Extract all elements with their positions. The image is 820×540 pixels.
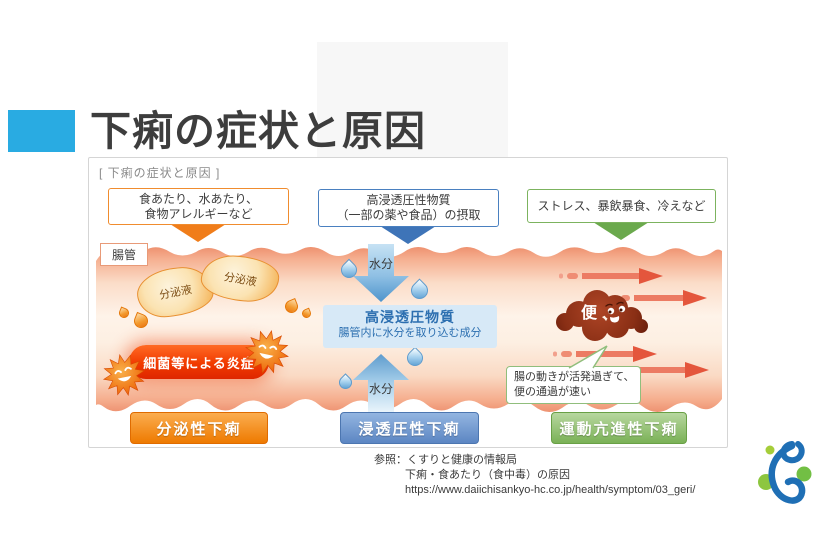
result-box-secretory-diarrhea: 分泌性下痢	[130, 412, 268, 444]
cause-box-food-poisoning: 食あたり、水あたり、 食物アレルギーなど	[108, 188, 289, 225]
hypermotility-callout: 腸の動きが活発過ぎて、 便の通過が速い	[506, 366, 641, 404]
water-label: 水分	[368, 382, 393, 396]
bacteria-icon	[102, 353, 146, 397]
down-triangle-icon	[380, 226, 436, 244]
down-triangle-icon	[593, 222, 649, 240]
secretion-label: 分泌液	[157, 283, 193, 303]
reference-title: 下痢・食あたり（食中毒）の原因	[405, 469, 570, 481]
cause-line: （一部の薬や食品）の摂取	[336, 208, 481, 222]
cause-line: 高浸透圧性物質	[366, 193, 451, 207]
stool-icon	[556, 290, 648, 341]
reference-url: https://www.daiichisankyo-hc.co.jp/healt…	[405, 484, 696, 496]
callout-pointer-icon	[568, 345, 608, 369]
reference-block: 参照：くすりと健康の情報局 下痢・食あたり（食中毒）の原因 https://ww…	[374, 453, 695, 498]
figure-panel: [ 下痢の症状と原因 ] 食あたり、水あたり、 食物アレルギーなど	[88, 157, 728, 448]
intestine-label: 腸管	[100, 243, 148, 266]
secretion-label: 分泌液	[222, 270, 258, 289]
result-box-osmotic-diarrhea: 浸透圧性下痢	[340, 412, 479, 444]
osmotic-substance-box: 高浸透圧物質 腸管内に水分を取り込む成分	[323, 305, 497, 348]
down-triangle-icon	[170, 224, 226, 242]
page-title: 下痢の症状と原因	[90, 108, 426, 154]
bacteria-icon	[245, 330, 289, 374]
company-logo	[758, 441, 812, 504]
speed-arrow-icon	[559, 268, 663, 284]
water-label: 水分	[368, 257, 393, 271]
inflammation-pill: 細菌等による炎症	[129, 345, 269, 379]
cause-line: 食あたり、水あたり、	[138, 191, 259, 206]
cause-line: ストレス、暴飲暴食、冷えなど	[537, 198, 706, 213]
osmotic-substance-title: 高浸透圧物質	[365, 309, 455, 325]
speed-arrow-icon	[553, 346, 657, 362]
water-down-arrow-icon	[353, 244, 409, 302]
water-up-arrow-icon	[353, 354, 409, 412]
title-accent-bar	[8, 110, 75, 152]
cause-box-hyperosmotic-intake: 高浸透圧性物質 （一部の薬や食品）の摂取	[318, 189, 499, 227]
reference-source: 参照：くすりと健康の情報局	[374, 454, 517, 466]
callout-line: 腸の動きが活発過ぎて、	[514, 371, 635, 383]
figure-caption: [ 下痢の症状と原因 ]	[99, 166, 221, 180]
result-box-hypermotility-diarrhea: 運動亢進性下痢	[551, 412, 687, 444]
cause-box-stress: ストレス、暴飲暴食、冷えなど	[527, 189, 716, 223]
background-shade	[317, 42, 508, 157]
osmotic-substance-desc: 腸管内に水分を取り込む成分	[338, 327, 482, 339]
stool-label: 便	[580, 305, 597, 322]
cause-line: 食物アレルギーなど	[144, 206, 253, 221]
callout-line: 便の通過が速い	[514, 386, 591, 398]
